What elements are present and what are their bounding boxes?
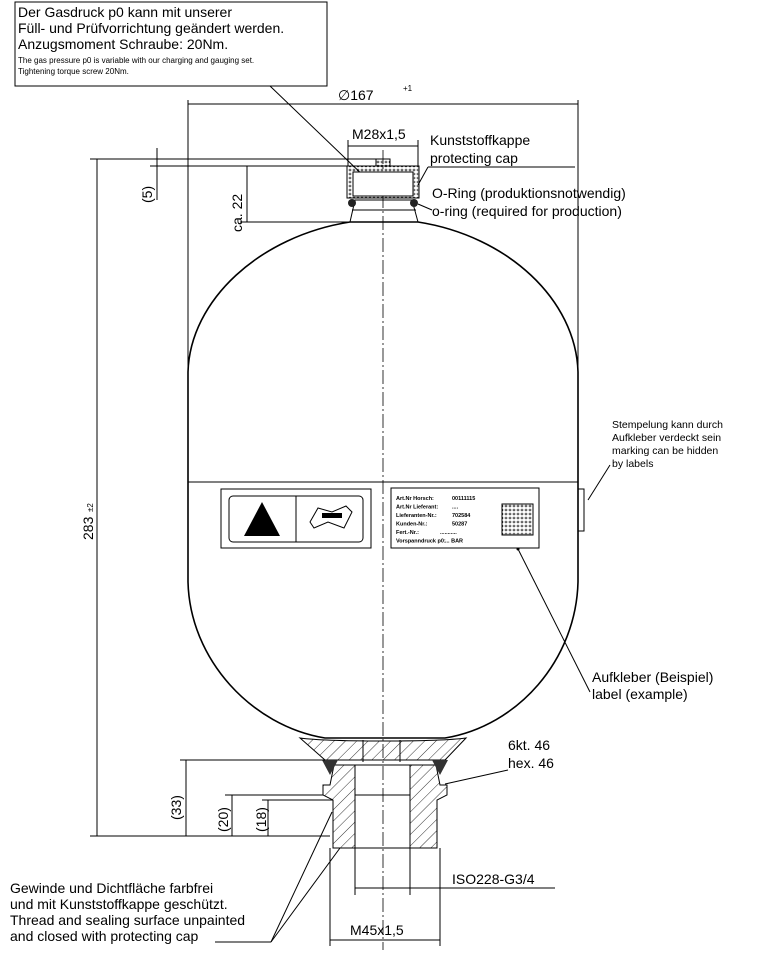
svg-text:label (example): label (example) xyxy=(592,686,688,702)
note-de-1: Der Gasdruck p0 kann mit unserer xyxy=(18,4,232,20)
note-de-3: Anzugsmoment Schraube: 20Nm. xyxy=(18,36,228,52)
svg-text:and closed with protecting cap: and closed with protecting cap xyxy=(10,928,199,944)
svg-text:±2: ±2 xyxy=(86,503,95,512)
svg-text:o-ring (required for productio: o-ring (required for production) xyxy=(432,203,622,219)
svg-text:Stempelung kann durch: Stempelung kann durch xyxy=(612,419,723,431)
svg-text:protecting cap: protecting cap xyxy=(430,150,518,166)
svg-text:∅167: ∅167 xyxy=(338,87,374,103)
dim-neck: ca. 22 xyxy=(229,166,350,232)
label-row-key: Kunden-Nr.: xyxy=(396,522,428,528)
protecting-cap xyxy=(346,158,420,207)
dim-top-thread: M28x1,5 xyxy=(347,126,419,166)
dim-port-thread: ISO228-G3/4 xyxy=(354,848,555,895)
svg-text:M28x1,5: M28x1,5 xyxy=(352,126,406,142)
label-row-value: 702584 xyxy=(452,513,471,519)
label-row-value: .... xyxy=(452,505,459,511)
dim-height: 283 ±2 xyxy=(80,158,376,837)
hex-callout: 6kt. 46 hex. 46 xyxy=(444,737,554,785)
dim-33: (33) xyxy=(168,759,325,836)
manual-book-icon xyxy=(309,505,353,529)
dim-cap: (5) xyxy=(139,148,348,203)
thread-callout: Gewinde und Dichtfläche farbfrei und mit… xyxy=(10,811,341,944)
label-row-value: 00111115 xyxy=(452,496,475,502)
cap-callout: Kunststoffkappe protecting cap xyxy=(417,132,575,186)
svg-text:Gewinde und Dichtfläche farbfr: Gewinde und Dichtfläche farbfrei xyxy=(10,880,213,896)
dim-18: (18) xyxy=(253,799,333,836)
label-callout: Aufkleber (Beispiel) label (example) xyxy=(592,669,713,702)
dim-bottom-thread: M45x1,5 xyxy=(329,848,441,946)
label-row-value: ........... xyxy=(440,530,457,536)
svg-text:(33): (33) xyxy=(168,795,184,820)
svg-text:+1: +1 xyxy=(403,84,413,93)
stamp-callout: Stempelung kann durch Aufkleber verdeckt… xyxy=(612,419,723,470)
dim-20: (20) xyxy=(215,794,323,836)
oring-callout: O-Ring (produktionsnotwendig) o-ring (re… xyxy=(417,185,626,219)
svg-text:(20): (20) xyxy=(215,807,231,832)
label-row-key: Art.Nr Horsch: xyxy=(396,496,434,502)
label-row-key: Fert.-Nr.: xyxy=(396,530,419,536)
svg-text:by labels: by labels xyxy=(612,458,653,470)
svg-text:marking can be hidden: marking can be hidden xyxy=(612,445,718,457)
label-row-key: Art.Nr Lieferant: xyxy=(396,505,438,511)
vessel-body xyxy=(187,221,579,739)
svg-text:6kt. 46: 6kt. 46 xyxy=(508,737,550,753)
svg-text:Kunststoffkappe: Kunststoffkappe xyxy=(430,132,530,148)
svg-text:Aufkleber verdeckt sein: Aufkleber verdeckt sein xyxy=(612,432,721,444)
qr-code xyxy=(501,503,534,536)
svg-text:Aufkleber (Beispiel): Aufkleber (Beispiel) xyxy=(592,669,713,685)
label-row-key: Vorspanndruck p0: xyxy=(396,539,446,545)
gas-pressure-note: Der Gasdruck p0 kann mit unserer Füll- u… xyxy=(14,1,369,181)
explosion-warning-icon xyxy=(244,502,280,536)
warning-sticker xyxy=(220,488,372,549)
svg-text:(5): (5) xyxy=(139,186,155,203)
svg-text:Thread and sealing surface unp: Thread and sealing surface unpainted xyxy=(10,912,245,928)
svg-text:M45x1,5: M45x1,5 xyxy=(350,922,404,938)
svg-text:hex. 46: hex. 46 xyxy=(508,755,554,771)
label-row-value: 50287 xyxy=(452,522,467,528)
note-en-1: The gas pressure p0 is variable with our… xyxy=(18,56,254,65)
svg-text:283: 283 xyxy=(80,516,96,540)
svg-text:ca. 22: ca. 22 xyxy=(229,194,245,232)
label-row-value: ... BAR xyxy=(445,539,463,545)
note-de-2: Füll- und Prüfvorrichtung geändert werde… xyxy=(18,20,284,36)
note-en-2: Tightening torque screw 20Nm. xyxy=(18,67,129,76)
svg-text:(18): (18) xyxy=(253,807,269,832)
svg-text:und mit Kunststoffkappe geschü: und mit Kunststoffkappe geschützt. xyxy=(10,896,228,912)
svg-text:O-Ring (produktionsnotwendig): O-Ring (produktionsnotwendig) xyxy=(432,185,626,201)
dim-diameter: ∅167 +1 xyxy=(187,84,579,372)
svg-text:ISO228-G3/4: ISO228-G3/4 xyxy=(452,871,535,887)
label-row-key: Lieferanten-Nr.: xyxy=(396,513,437,519)
